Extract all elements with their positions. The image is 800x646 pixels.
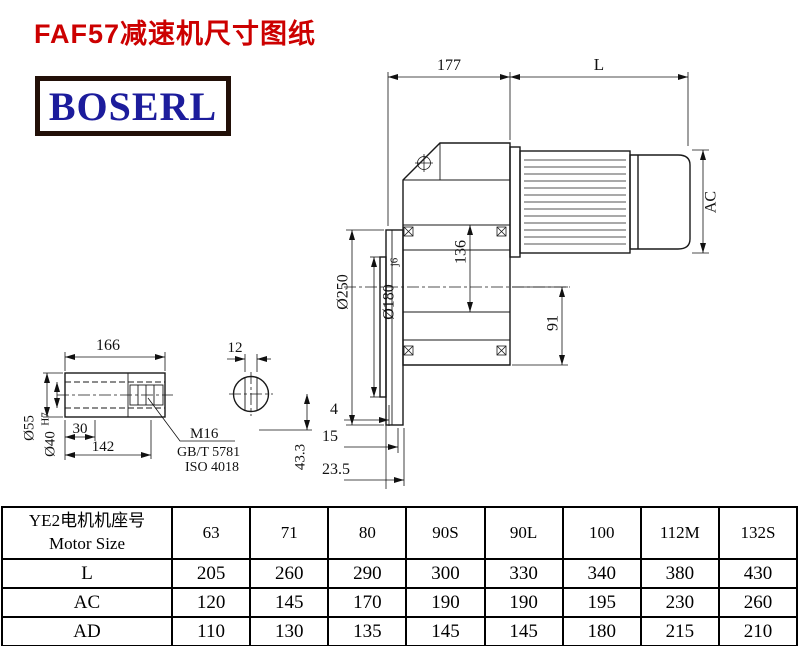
cell-AC-0: 120 <box>170 587 252 618</box>
output-flange <box>344 229 570 489</box>
dim-250-label: Ø250 <box>335 274 352 310</box>
dim-142-label: 142 <box>92 439 115 455</box>
dim-23_5-label: 23.5 <box>322 461 350 478</box>
cell-AD-0: 110 <box>170 616 252 646</box>
size-col-80: 80 <box>327 506 408 560</box>
cell-AD-1: 130 <box>249 616 330 646</box>
dim-12-label: 12 <box>228 340 243 356</box>
motor <box>509 146 691 258</box>
dim-43-3 <box>259 394 312 431</box>
dim-177-label: 177 <box>437 57 461 74</box>
cell-L-2: 290 <box>327 558 408 589</box>
dim-15-label: 15 <box>322 428 338 445</box>
cell-AC-1: 145 <box>249 587 330 618</box>
cell-L-0: 205 <box>170 558 252 589</box>
dim-136-label: 136 <box>453 240 470 264</box>
cell-AC-6: 230 <box>639 587 720 618</box>
table-header-row: YE2电机机座号 Motor Size 63 71 80 90S 90L 100… <box>1 506 799 560</box>
dim-flange-offsets <box>344 405 405 486</box>
size-col-71: 71 <box>249 506 330 560</box>
cell-AC-3: 190 <box>405 587 486 618</box>
cell-L-1: 260 <box>249 558 330 589</box>
cell-L-6: 380 <box>639 558 720 589</box>
dim-AC <box>692 149 709 254</box>
boserl-logo: BOSERL <box>35 76 231 136</box>
table-row-L: L 205 260 290 300 330 340 380 430 <box>1 558 799 589</box>
dim-177 <box>387 72 689 226</box>
dim-30-142 <box>64 420 152 460</box>
motor-fins <box>524 159 626 245</box>
dim-40-tolerance: H7 <box>40 412 52 426</box>
size-col-132s: 132S <box>717 506 799 560</box>
thread-callout <box>147 397 235 442</box>
standard-gb-label: GB/T 5781 <box>177 445 240 460</box>
cell-AD-5: 180 <box>561 616 642 646</box>
size-col-90s: 90S <box>405 506 486 560</box>
motor-size-header-cn: YE2电机机座号 <box>28 511 146 531</box>
eyebolt-hole-icon <box>415 154 433 172</box>
cell-L-3: 300 <box>405 558 486 589</box>
dim-91-label: 91 <box>545 315 562 331</box>
boserl-logo-text: BOSERL <box>48 83 218 129</box>
cell-AD-6: 215 <box>639 616 720 646</box>
cell-L-7: 430 <box>717 558 799 589</box>
corner-bolts <box>403 226 507 356</box>
dimension-drawing: 177 L AC Ø250 Ø180 j6 136 <box>21 55 720 489</box>
dim-40-label: Ø40 <box>42 431 58 457</box>
page-title: FAF57减速机尺寸图纸 <box>34 19 317 49</box>
dim-180 <box>370 256 380 398</box>
dimension-table: YE2电机机座号 Motor Size 63 71 80 90S 90L 100… <box>1 506 799 646</box>
hollow-shaft-detail <box>57 372 173 418</box>
dim-12 <box>227 354 271 372</box>
dim-30-label: 30 <box>73 421 88 437</box>
cell-AD-2: 135 <box>327 616 408 646</box>
dim-4-label: 4 <box>330 401 338 418</box>
dim-166 <box>64 352 166 371</box>
motor-size-header: YE2电机机座号 Motor Size <box>1 506 173 560</box>
size-col-112m: 112M <box>639 506 720 560</box>
dim-166-label: 166 <box>96 337 120 354</box>
dim-AC-label: AC <box>703 191 720 213</box>
cell-AC-5: 195 <box>561 587 642 618</box>
row-label-L: L <box>1 558 173 589</box>
row-label-AD: AD <box>1 616 173 646</box>
dim-L-label: L <box>594 55 604 74</box>
cell-AC-7: 260 <box>717 587 799 618</box>
dim-180-tolerance: j6 <box>389 257 401 267</box>
cell-L-5: 340 <box>561 558 642 589</box>
size-col-100: 100 <box>561 506 642 560</box>
cell-AD-7: 210 <box>717 616 799 646</box>
motor-size-header-en: Motor Size <box>48 534 126 553</box>
cell-L-4: 330 <box>483 558 564 589</box>
cell-AC-2: 170 <box>327 587 408 618</box>
cell-AD-4: 145 <box>483 616 564 646</box>
dim-91 <box>512 286 568 366</box>
dim-43-3-label: 43.3 <box>292 444 308 470</box>
size-col-90l: 90L <box>483 506 564 560</box>
size-col-63: 63 <box>170 506 252 560</box>
row-label-AC: AC <box>1 587 173 618</box>
cell-AD-3: 145 <box>405 616 486 646</box>
shaft-end-view <box>229 372 273 416</box>
table-row-AC: AC 120 145 170 190 190 195 230 260 <box>1 587 799 618</box>
cell-AC-4: 190 <box>483 587 564 618</box>
dim-180-label: Ø180 <box>381 284 398 320</box>
thread-label: M16 <box>190 426 219 442</box>
dim-250 <box>346 229 384 426</box>
standard-iso-label: ISO 4018 <box>185 460 239 475</box>
dim-55-label: Ø55 <box>21 415 37 441</box>
table-row-AD: AD 110 130 135 145 145 180 215 210 <box>1 616 799 646</box>
dim-55-40 <box>43 372 63 418</box>
